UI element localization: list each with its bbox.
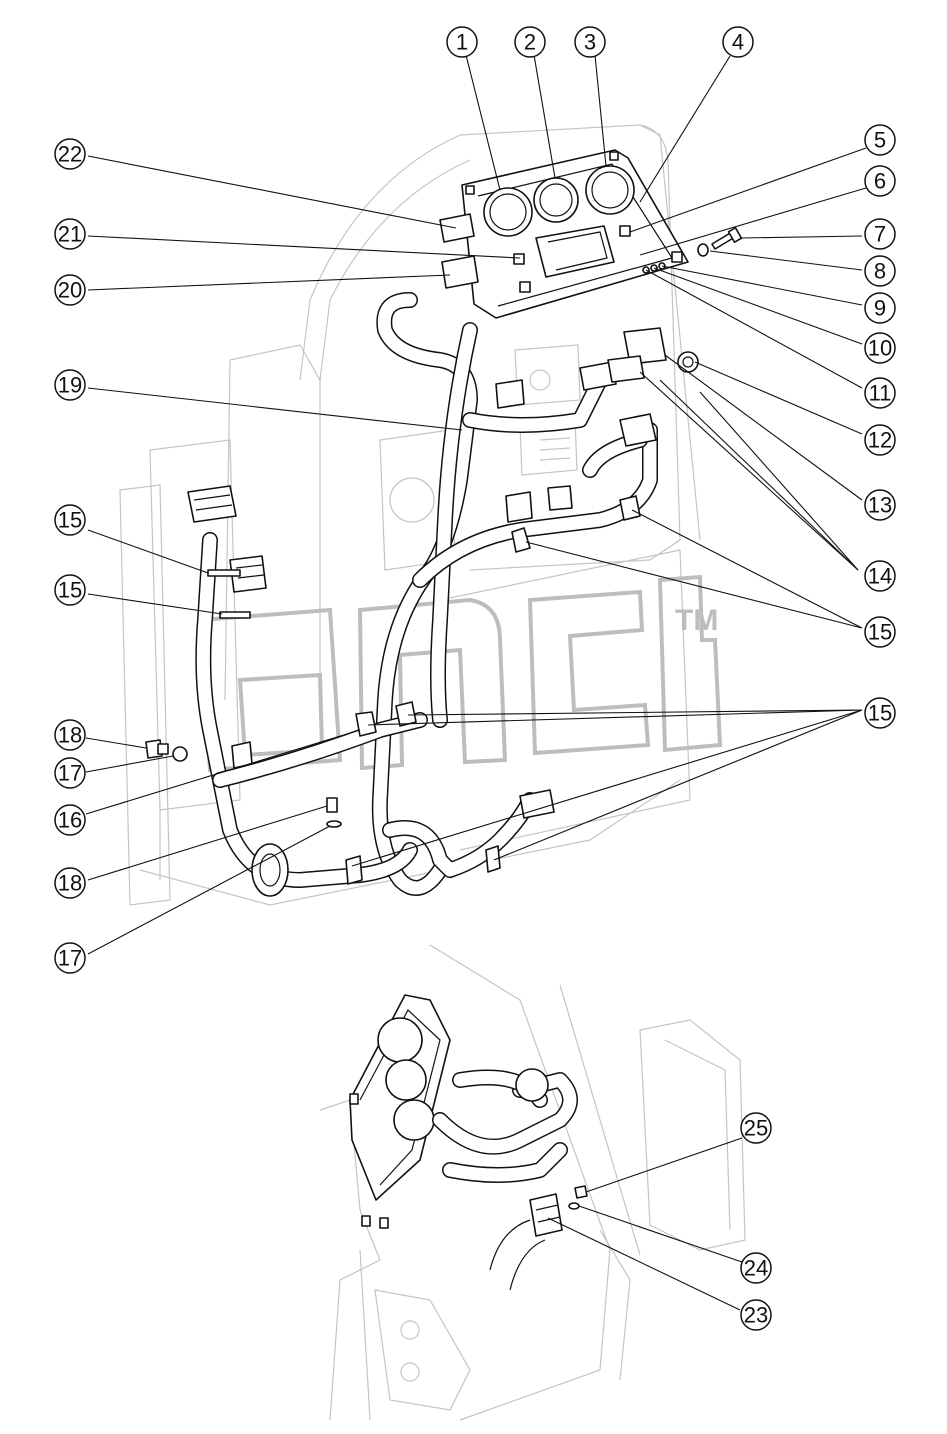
callouts: 1 2 3 4 5 6 7 8 9 10 11 12 13 14 15 15 1… [54, 26, 896, 1331]
callout-22: 22 [54, 138, 86, 170]
svg-text:14: 14 [868, 564, 892, 589]
callout-12: 12 [864, 424, 896, 456]
washer-17-lower [326, 820, 342, 828]
svg-text:18: 18 [58, 871, 82, 896]
connectors [187, 213, 699, 819]
svg-text:6: 6 [874, 169, 886, 194]
svg-text:13: 13 [868, 493, 892, 518]
callout-2: 2 [514, 26, 546, 58]
callout-5: 5 [864, 124, 896, 156]
clamps [207, 495, 641, 897]
bolt-18-upper [145, 739, 169, 759]
callout-15: 15 [54, 504, 86, 536]
callout-13: 13 [864, 489, 896, 521]
callout-18: 18 [54, 719, 86, 751]
svg-text:15: 15 [58, 578, 82, 603]
svg-text:4: 4 [732, 30, 744, 55]
svg-text:8: 8 [874, 259, 886, 284]
svg-text:18: 18 [58, 723, 82, 748]
svg-text:9: 9 [874, 296, 886, 321]
watermark-tm: TM [675, 604, 718, 637]
svg-text:19: 19 [58, 373, 82, 398]
callout-7: 7 [864, 218, 896, 250]
svg-text:12: 12 [868, 428, 892, 453]
callout-15: 15 [864, 697, 896, 729]
svg-text:7: 7 [874, 222, 886, 247]
callout-24: 24 [740, 1252, 772, 1284]
washer-8 [697, 243, 709, 257]
callout-15: 15 [54, 574, 86, 606]
callout-11: 11 [864, 377, 896, 409]
svg-text:11: 11 [869, 381, 892, 406]
svg-text:23: 23 [744, 1303, 768, 1328]
svg-text:22: 22 [58, 142, 82, 167]
svg-text:20: 20 [58, 278, 82, 303]
callout-3: 3 [574, 26, 606, 58]
wiring-harness [195, 292, 658, 896]
callout-1: 1 [446, 26, 478, 58]
leader-lines [85, 54, 867, 1311]
svg-text:15: 15 [868, 620, 892, 645]
callout-6: 6 [864, 165, 896, 197]
svg-text:15: 15 [868, 701, 892, 726]
washer-17-upper [172, 746, 188, 762]
gauge-2 [533, 177, 579, 223]
gauge-3 [585, 165, 635, 215]
svg-text:25: 25 [744, 1116, 768, 1141]
svg-text:17: 17 [58, 946, 82, 971]
watermark: TM [197, 574, 723, 773]
svg-text:10: 10 [868, 336, 892, 361]
background-structure [119, 124, 746, 1421]
callout-10: 10 [864, 332, 896, 364]
svg-text:5: 5 [874, 128, 886, 153]
callout-17: 17 [54, 757, 86, 789]
callout-4: 4 [722, 26, 754, 58]
svg-text:1: 1 [456, 30, 468, 55]
callout-9: 9 [864, 292, 896, 324]
gauge-1 [483, 187, 533, 237]
svg-text:16: 16 [58, 808, 82, 833]
callout-20: 20 [54, 274, 86, 306]
svg-text:15: 15 [58, 508, 82, 533]
callout-15: 15 [864, 616, 896, 648]
svg-text:21: 21 [58, 222, 82, 247]
svg-text:2: 2 [524, 30, 536, 55]
callout-17: 17 [54, 942, 86, 974]
svg-text:3: 3 [584, 30, 596, 55]
display-module [535, 225, 615, 278]
inset-view [349, 994, 588, 1291]
instrument-panel [461, 149, 689, 319]
callout-19: 19 [54, 369, 86, 401]
callout-18: 18 [54, 867, 86, 899]
callout-8: 8 [864, 255, 896, 287]
callout-16: 16 [54, 804, 86, 836]
callout-25: 25 [740, 1112, 772, 1144]
callout-21: 21 [54, 218, 86, 250]
callout-14: 14 [864, 560, 896, 592]
screw-7 [711, 227, 743, 250]
callout-23: 23 [740, 1299, 772, 1331]
svg-text:17: 17 [58, 761, 82, 786]
bolt-18-lower [326, 797, 338, 813]
svg-text:24: 24 [744, 1256, 768, 1281]
